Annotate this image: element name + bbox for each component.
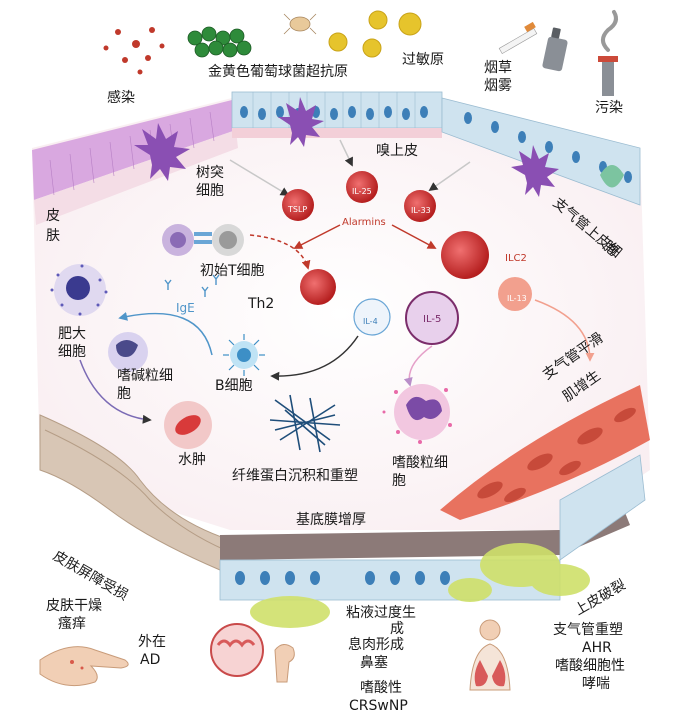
il4-cell (353, 298, 391, 336)
label-smoke-2: 烟雾 (484, 78, 512, 94)
hand-eczema-icon (39, 646, 129, 687)
eosinophil (382, 384, 452, 444)
label-b-cell: B细胞 (215, 378, 253, 394)
label-mucus-2: 成 (390, 621, 404, 637)
label-fibrin: 纤维蛋白沉积和重塑 (232, 468, 358, 484)
fibrin-mesh (269, 394, 341, 453)
naive-t-cell-interaction (162, 224, 244, 256)
label-respiratory-2: AHR (582, 640, 612, 656)
dendritic-cell (134, 123, 190, 181)
vape-icon (542, 27, 568, 72)
label-mucus-1: 粘液过度生 (346, 605, 416, 621)
il25-cell (346, 171, 378, 203)
label-th2: Th2 (248, 296, 275, 312)
label-mast-2: 细胞 (58, 344, 86, 360)
cigarette-icon (498, 21, 538, 55)
label-dendritic-1: 树突 (196, 165, 224, 181)
tslp-cell (282, 189, 314, 221)
label-dry-skin-1: 皮肤干燥 (46, 598, 102, 614)
label-infection: 感染 (107, 90, 135, 106)
il33-cell (404, 190, 436, 222)
pollen-icon (328, 10, 422, 58)
dendritic-cell-top (278, 97, 324, 147)
label-pollution: 污染 (595, 100, 623, 116)
nasal-polyp-icon (210, 623, 295, 683)
label-crs-1: 嗜酸性 (360, 680, 402, 696)
label-skin-1: 皮 (46, 208, 60, 224)
label-il4: IL-4 (363, 317, 378, 326)
b-cell (223, 334, 265, 376)
label-ad-2: AD (140, 652, 161, 668)
mucus (250, 543, 590, 628)
ige-antibodies (164, 274, 220, 297)
label-il25: IL-25 (352, 187, 372, 196)
label-basophil-1: 嗜碱粒细 (117, 368, 173, 384)
ilc2-cell (441, 231, 489, 279)
label-il5: IL-5 (423, 314, 442, 325)
label-ilc2: ILC2 (505, 253, 527, 264)
dust-mite-icon (283, 13, 317, 35)
label-olfactory-epithelium: 嗅上皮 (376, 143, 418, 159)
label-staph-superantigen: 金黄色葡萄球菌超抗原 (208, 64, 348, 80)
label-crs-2: CRSwNP (349, 698, 408, 714)
label-skin-2: 肤 (46, 228, 60, 244)
label-respiratory-4: 哮喘 (582, 676, 610, 692)
th2-cell (300, 269, 336, 305)
label-polyp-1: 息肉形成 (348, 637, 404, 653)
label-respiratory-3: 嗜酸细胞性 (555, 658, 625, 674)
label-mast-1: 肥大 (58, 326, 86, 342)
goblet-cell (600, 165, 624, 188)
label-allergen: 过敏原 (402, 52, 444, 68)
label-dendritic-2: 细胞 (196, 183, 224, 199)
il5-cell (405, 291, 459, 345)
label-eosinophil-2: 胞 (392, 473, 406, 489)
label-respiratory-1: 支气管重塑 (553, 622, 623, 638)
label-dry-skin-2: 瘙痒 (58, 616, 86, 632)
label-alarmins: Alarmins (342, 217, 386, 228)
mast-cell (50, 264, 108, 316)
label-edema: 水肿 (178, 452, 206, 468)
label-eosinophil-1: 嗜酸粒细 (392, 455, 448, 471)
il13-cell (498, 277, 532, 311)
label-basophil-2: 胞 (117, 386, 131, 402)
asthma-lungs-icon (469, 619, 511, 691)
skin-layer (32, 100, 236, 200)
virus-icon (103, 27, 165, 75)
bronchial-epithelium-right (559, 454, 646, 561)
label-tslp: TSLP (288, 205, 308, 214)
staphylococcus-icon (187, 26, 252, 58)
label-il13: IL-13 (507, 294, 527, 303)
edema-cell (164, 401, 212, 449)
basophil (108, 332, 148, 372)
label-ad-1: 外在 (138, 634, 166, 650)
label-ige: IgE (176, 301, 195, 315)
label-smoke-1: 烟草 (484, 60, 512, 76)
label-il33: IL-33 (411, 206, 431, 215)
label-naive-t-cell: 初始T细胞 (200, 263, 265, 279)
factory-icon (598, 10, 618, 96)
dendritic-cell-right (511, 145, 559, 197)
label-polyp-2: 鼻塞 (360, 655, 388, 671)
label-basement-membrane: 基底膜增厚 (296, 512, 366, 528)
